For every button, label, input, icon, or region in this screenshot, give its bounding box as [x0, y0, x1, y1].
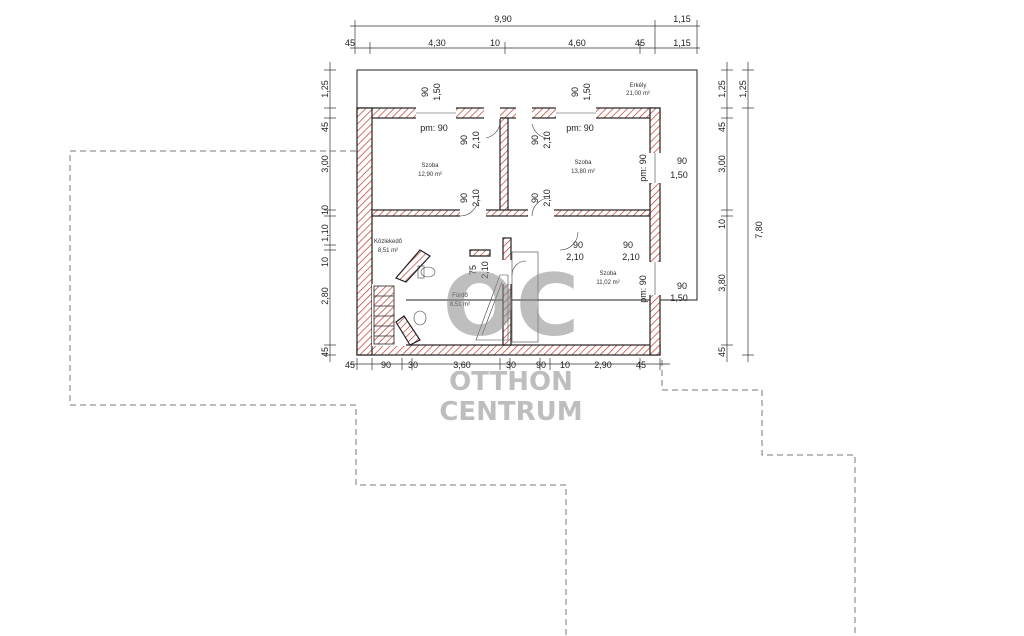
dim-right-a: 1,25: [717, 80, 727, 98]
room-area-bathroom: 8,51 m²: [450, 302, 470, 308]
dim-right-outer-a: 1,25: [738, 80, 748, 98]
dim-top-d: 4,60: [568, 38, 586, 48]
dimension-lines: [324, 20, 754, 370]
door-2-width: 90: [530, 135, 540, 145]
dim-right-c: 3,00: [717, 155, 727, 173]
dim-left-d: 10: [320, 205, 330, 215]
door-1-height: 2,10: [471, 131, 481, 149]
door-5-height: 2,10: [566, 252, 584, 262]
room-area-balcony: 21,00 m²: [626, 91, 650, 97]
sill-r1: pm: 90: [638, 154, 648, 182]
dim-bottom-c: 30: [408, 360, 418, 370]
dim-top-total: 9,90: [494, 14, 512, 24]
room-area-bedroom-3: 11,02 m²: [596, 280, 619, 286]
dim-right-outer-b: 7,80: [754, 221, 764, 239]
window-2-width: 90: [570, 87, 580, 97]
dim-right-e: 3,80: [717, 274, 727, 292]
window-r1-width: 90: [677, 156, 687, 166]
dim-bottom-i: 45: [636, 360, 646, 370]
dim-top-a: 45: [345, 38, 355, 48]
bathroom-fixtures: [413, 251, 539, 343]
site-outline: [69, 150, 567, 636]
site-outline-right: [661, 360, 856, 636]
room-name-balcony: Erkély: [630, 83, 647, 89]
stairs: [373, 285, 395, 345]
window-1-width: 90: [420, 87, 430, 97]
window-1-height: 1,50: [432, 83, 442, 101]
room-name-bedroom-2: Szoba: [574, 160, 592, 166]
sill-2: pm: 90: [566, 123, 594, 133]
dim-bottom-g: 10: [560, 360, 570, 370]
window-r2-width: 90: [677, 281, 687, 291]
window-r1-height: 1,50: [670, 170, 688, 180]
door-1-width: 90: [459, 135, 469, 145]
dim-bottom-e: 30: [506, 360, 516, 370]
dim-top-balcony: 1,15: [673, 14, 691, 24]
dim-left-a: 1,25: [320, 80, 330, 98]
room-area-bedroom-2: 13,80 m²: [571, 169, 595, 175]
watermark-monogram: OC: [443, 256, 579, 356]
room-name-bathroom: Fürdő: [452, 293, 468, 299]
dim-right-b: 45: [717, 122, 727, 132]
watermark-line2: CENTRUM: [439, 397, 582, 427]
door-3-width: 90: [459, 193, 469, 203]
door-7-width: 75: [468, 265, 478, 275]
dim-top-c: 10: [490, 38, 500, 48]
door-5-width: 90: [573, 240, 583, 250]
dim-bottom-b: 90: [381, 360, 391, 370]
door-3-height: 2,10: [471, 189, 481, 207]
dim-bottom-a: 45: [345, 360, 355, 370]
watermark: OC OTTHON CENTRUM: [439, 256, 582, 427]
window-r2-height: 1,50: [670, 293, 688, 303]
room-name-bedroom-3: Szoba: [599, 271, 617, 277]
dim-top-e: 45: [635, 38, 645, 48]
dim-left-b: 45: [320, 122, 330, 132]
dim-bottom-d: 3,60: [453, 360, 471, 370]
dim-left-f: 10: [320, 257, 330, 267]
sill-r2: pm: 90: [638, 275, 648, 303]
walls: [356, 107, 661, 356]
dim-left-e: 1,10: [320, 224, 330, 242]
room-name-bedroom-1: Szoba: [421, 163, 439, 169]
dim-left-h: 45: [320, 347, 330, 357]
room-area-hallway: 8,51 m²: [378, 248, 398, 254]
door-6-height: 2,10: [622, 252, 640, 262]
dim-top-f: 1,15: [673, 38, 691, 48]
room-name-hallway: Közlekedő: [374, 239, 403, 245]
window-2-height: 1,50: [582, 83, 592, 101]
room-area-bedroom-1: 12,90 m²: [418, 172, 442, 178]
door-4-width: 90: [530, 193, 540, 203]
dim-bottom-h: 2,90: [594, 360, 612, 370]
dim-bottom-f: 90: [536, 360, 546, 370]
sill-1: pm: 90: [420, 123, 448, 133]
door-7-height: 2,10: [480, 261, 490, 279]
dim-left-g: 2,80: [320, 287, 330, 305]
door-4-height: 2,10: [542, 189, 552, 207]
dim-right-f: 45: [717, 347, 727, 357]
bathroom-diagonal-wall: [394, 249, 431, 283]
dim-right-d: 10: [717, 219, 727, 229]
door-2-height: 2,10: [542, 131, 552, 149]
door-6-width: 90: [623, 240, 633, 250]
dim-top-b: 4,30: [428, 38, 446, 48]
dim-left-c: 3,00: [320, 155, 330, 173]
watermark-line1: OTTHON: [449, 367, 573, 397]
